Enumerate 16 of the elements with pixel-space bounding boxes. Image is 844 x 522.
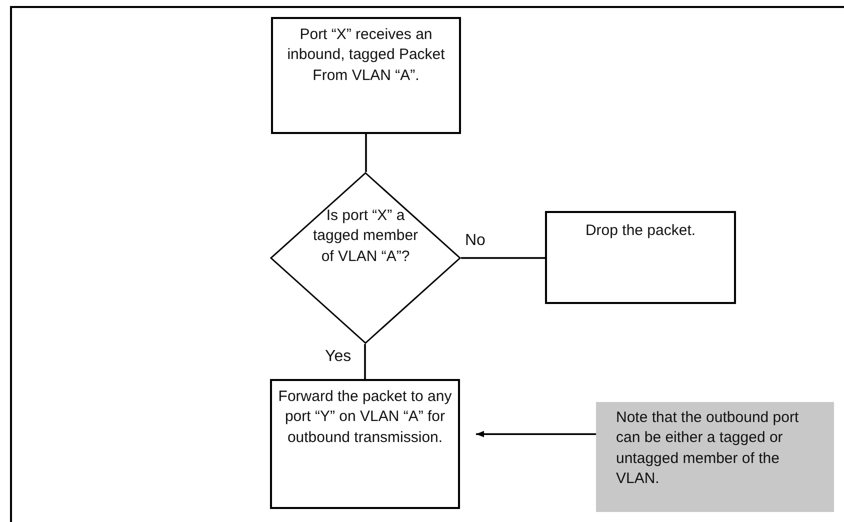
connector-line bbox=[364, 344, 366, 379]
node-text: Port “X” receives an inbound, tagged Packet From VLAN “A”. bbox=[286, 25, 446, 86]
note-box bbox=[596, 402, 834, 512]
connector-line bbox=[365, 134, 367, 172]
edge-label: No bbox=[465, 232, 486, 250]
process-box bbox=[270, 379, 460, 509]
node-text: Drop the packet. bbox=[585, 221, 696, 241]
connector-line bbox=[461, 257, 545, 259]
arrow bbox=[476, 430, 596, 438]
node-text: Note that the outbound port can be either a tagged or untagged member of the VLAN. bbox=[616, 408, 800, 489]
process-box bbox=[545, 211, 736, 304]
edge-label: Yes bbox=[325, 348, 352, 366]
decision-diamond bbox=[270, 172, 461, 344]
process-box bbox=[271, 17, 461, 134]
node-text: Is port “X” a tagged member of VLAN “A”? bbox=[312, 206, 420, 266]
node-text: Forward the packet to any port “Y” on VLAN “A” for outbound transmission. bbox=[278, 387, 452, 448]
